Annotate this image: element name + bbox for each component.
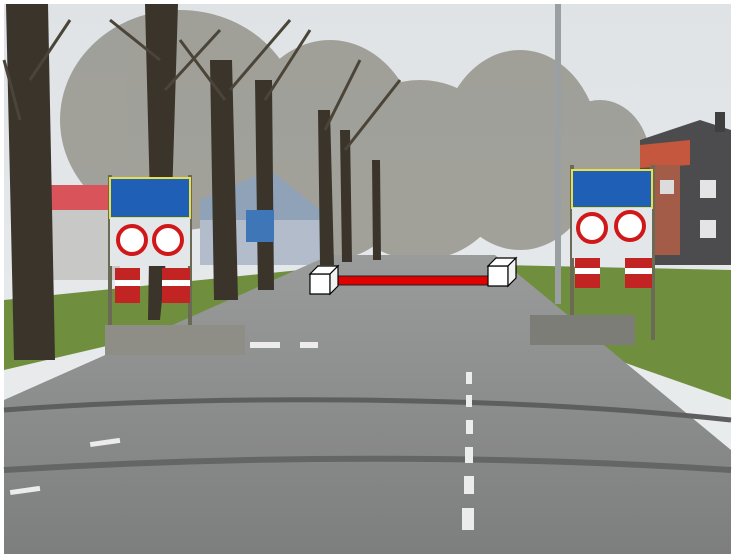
left-kerb [105, 325, 245, 355]
tree-branches [2, 18, 402, 151]
left-town-sign [108, 175, 192, 325]
measurement-overlay [308, 256, 518, 296]
right-cube [486, 256, 518, 288]
road-markings [9, 342, 474, 530]
road-crack [3, 455, 732, 473]
right-town-sign [570, 165, 655, 340]
light-pole [555, 4, 561, 304]
road-crack [3, 397, 732, 423]
small-blue-sign [246, 210, 274, 242]
right-kerb [530, 315, 635, 345]
red-bar [330, 275, 492, 286]
left-cube [308, 264, 340, 296]
